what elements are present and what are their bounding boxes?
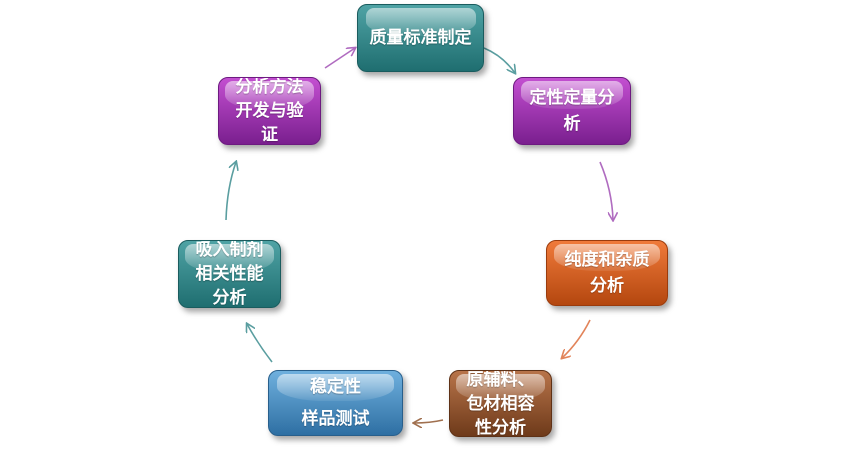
node-label-line: 分析 (590, 276, 624, 296)
arrow-inhaler-to-method (225, 162, 236, 221)
node-label-line: 析 (563, 114, 581, 134)
node-stability: 稳定性 样品测试 (268, 370, 403, 436)
node-label-line: 纯度和杂质 (564, 250, 650, 270)
node-label-line: 性分析 (475, 417, 526, 437)
node-label-line: 稳定性 (310, 377, 361, 397)
node-label-line: 原辅料、 (466, 370, 535, 390)
node-purity-impurity: 纯度和杂质 分析 (546, 240, 668, 306)
node-label-line: 定性定量分 (529, 88, 615, 108)
arrow-excipient-to-stability (414, 420, 444, 423)
node-label-line: 样品测试 (301, 409, 370, 429)
node-quality-standard: 质量标准制定 (357, 4, 484, 72)
node-label-line: 吸入制剂 (195, 240, 264, 260)
node-label-line: 相关性能 (195, 264, 264, 284)
node-inhaler-performance: 吸入制剂 相关性能 分析 (178, 240, 281, 308)
arrow-method-to-standard (324, 48, 355, 69)
node-label-line: 证 (261, 125, 278, 145)
arrow-purity-to-excipient (562, 319, 591, 358)
node-method-development: 分析方法 开发与验 证 (218, 77, 321, 145)
arrow-standard-to-qualitative (483, 47, 515, 73)
arrow-stability-to-inhaler (247, 324, 273, 363)
arrow-qualitative-to-purity (599, 161, 613, 220)
node-label-line: 开发与验 (235, 101, 304, 121)
node-label-line: 分析方法 (235, 77, 304, 97)
node-label-line: 分析 (212, 288, 247, 308)
node-excipient-packaging: 原辅料、 包材相容 性分析 (449, 370, 552, 437)
node-qualitative-quantitative: 定性定量分 析 (513, 77, 631, 145)
node-label-line: 质量标准制定 (369, 28, 472, 48)
node-label-line: 包材相容 (466, 393, 535, 414)
